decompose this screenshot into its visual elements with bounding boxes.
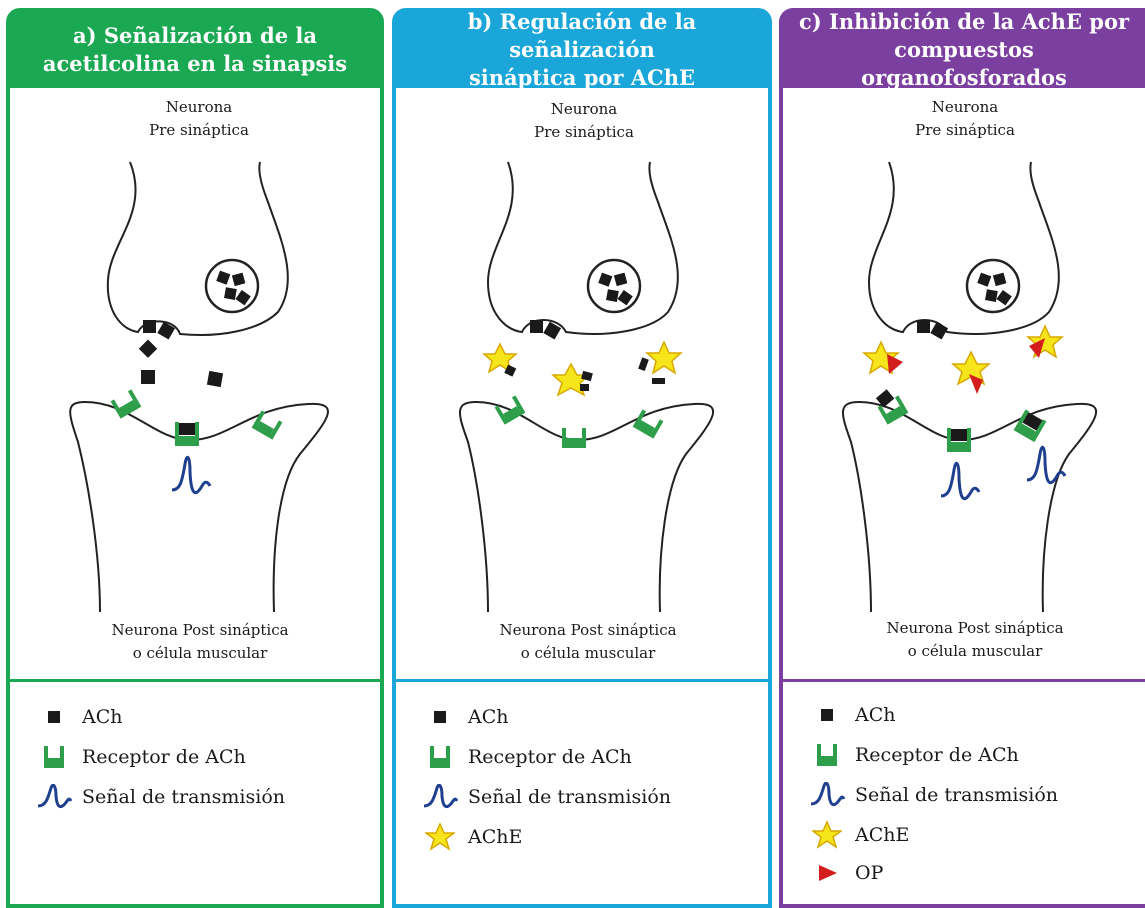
- panel-a-title: a) Señalización de la acetilcolina en la…: [42, 23, 348, 76]
- synapse-diagram-a: [69, 161, 329, 613]
- receptor: [1013, 409, 1047, 443]
- post-synaptic-label: Neurona Post sináptica o célula muscular: [111, 621, 289, 662]
- receptor: [494, 395, 526, 425]
- ach-icon: [821, 709, 833, 721]
- ache-enzyme: [951, 350, 991, 386]
- legend-item-op: OP: [807, 858, 883, 888]
- postsynaptic-membrane: [458, 400, 715, 613]
- legend-label-receptor: Receptor de ACh: [82, 746, 246, 768]
- ach-molecule: [543, 321, 562, 340]
- legend-label-signal: Señal de transmisión: [82, 786, 286, 808]
- presynaptic-terminal: [486, 161, 679, 335]
- ach-molecule: [917, 320, 930, 333]
- panel-b-header: b) Regulación de la señalización sinápti…: [396, 9, 768, 90]
- panel-b-title: b) Regulación de la señalización sinápti…: [467, 9, 697, 90]
- legend-label-ache: AChE: [855, 824, 910, 846]
- ach-molecule: [206, 370, 224, 388]
- receptor: [175, 422, 199, 446]
- panel-c-title: c) Inhibición de la AchE por compuestos …: [798, 9, 1130, 90]
- receptor: [947, 428, 971, 452]
- ache-icon: [425, 822, 455, 851]
- panel-b: b) Regulación de la señalización sinápti…: [392, 8, 772, 908]
- synaptic-vesicle: [204, 258, 260, 314]
- op-inhibitor: [969, 374, 983, 394]
- ach-molecule: [530, 320, 543, 333]
- ach-molecule: [930, 321, 949, 340]
- receptor-icon: [44, 746, 64, 768]
- legend-label-signal: Señal de transmisión: [468, 786, 672, 808]
- synapse-diagram-b: [458, 161, 715, 613]
- legend-label-op: OP: [855, 862, 884, 884]
- presynaptic-terminal: [867, 161, 1060, 335]
- legend-item-receptor: Receptor de ACh: [420, 742, 632, 772]
- synapse-diagram-c: [841, 161, 1098, 613]
- post-synaptic-label: Neurona Post sináptica o célula muscular: [886, 619, 1064, 660]
- receptor: [251, 410, 283, 440]
- legend-label-receptor: Receptor de ACh: [468, 746, 632, 768]
- receptor-icon: [817, 744, 837, 766]
- legend-label-ache: AChE: [468, 826, 523, 848]
- ach-icon: [48, 711, 60, 723]
- legend-divider: [6, 679, 384, 682]
- ach-molecule: [143, 320, 156, 333]
- receptor: [875, 389, 909, 425]
- post-synaptic-label: Neurona Post sináptica o célula muscular: [499, 621, 677, 662]
- legend-label-signal: Señal de transmisión: [855, 784, 1059, 806]
- legend-label-receptor: Receptor de ACh: [855, 744, 1019, 766]
- ach-icon: [434, 711, 446, 723]
- op-inhibitor: [887, 354, 903, 374]
- transmission-signal: [940, 461, 981, 501]
- ach-molecule: [138, 339, 158, 358]
- signal-icon: [810, 782, 845, 807]
- legend-label-ach: ACh: [468, 706, 509, 728]
- signal-icon: [423, 784, 458, 809]
- panel-c: c) Inhibición de la AchE por compuestos …: [779, 8, 1145, 908]
- legend-label-ach: ACh: [855, 704, 896, 726]
- legend-item-ache: AChE: [807, 820, 909, 850]
- ache-icon: [812, 820, 842, 849]
- panel-c-header: c) Inhibición de la AchE por compuestos …: [783, 9, 1145, 90]
- legend-divider: [392, 679, 772, 682]
- legend-label-ach: ACh: [82, 706, 123, 728]
- legend-item-signal: Señal de transmisión: [34, 782, 285, 812]
- ache-enzyme: [1026, 324, 1064, 359]
- pre-synaptic-label: Neurona Pre sináptica: [149, 98, 249, 139]
- presynaptic-terminal: [106, 161, 289, 337]
- op-icon: [819, 865, 837, 881]
- legend-item-receptor: Receptor de ACh: [34, 742, 246, 772]
- synaptic-vesicle: [965, 258, 1021, 314]
- legend-divider: [779, 679, 1145, 682]
- legend-item-ach: ACh: [420, 702, 509, 732]
- signal-icon: [37, 784, 72, 809]
- ach-molecule: [141, 370, 155, 384]
- legend-item-signal: Señal de transmisión: [420, 782, 671, 812]
- pre-synaptic-label: Neurona Pre sináptica: [915, 98, 1015, 139]
- synaptic-vesicle: [586, 258, 642, 314]
- receptor-icon: [430, 746, 450, 768]
- receptor: [632, 409, 664, 439]
- legend-item-ach: ACh: [34, 702, 123, 732]
- transmission-signal: [1026, 445, 1067, 485]
- pre-synaptic-label: Neurona Pre sináptica: [534, 100, 634, 141]
- legend-item-signal: Señal de transmisión: [807, 780, 1058, 810]
- legend-item-ach: ACh: [807, 700, 896, 730]
- op-inhibitor: [1029, 338, 1045, 358]
- panel-a: a) Señalización de la acetilcolina en la…: [6, 8, 384, 908]
- legend-item-receptor: Receptor de ACh: [807, 740, 1019, 770]
- ach-molecule: [157, 321, 176, 340]
- receptor: [562, 428, 586, 448]
- ache-enzyme: [645, 340, 683, 375]
- postsynaptic-membrane: [69, 400, 329, 613]
- transmission-signal: [171, 455, 212, 495]
- legend-item-ache: AChE: [420, 822, 522, 852]
- receptor: [110, 389, 142, 419]
- panel-a-header: a) Señalización de la acetilcolina en la…: [10, 12, 380, 88]
